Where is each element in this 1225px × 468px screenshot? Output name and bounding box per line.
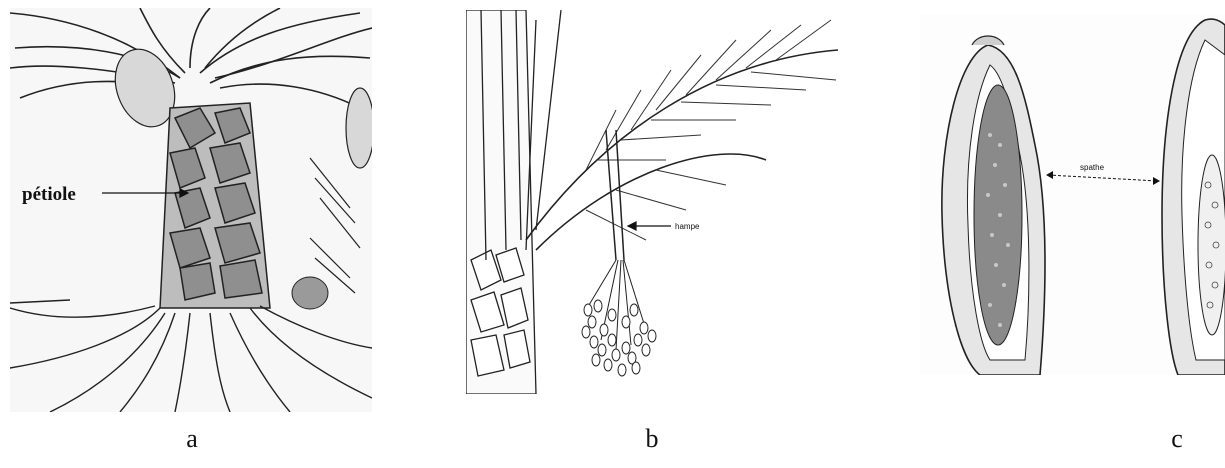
date-fruits (582, 300, 656, 376)
panel-b-inflorescence-illustration: hampe (466, 10, 838, 394)
palm-trunk-drawing: pétiole (10, 8, 372, 412)
panel-c-spathe-illustration: spathe (920, 15, 1225, 375)
petiole-label: pétiole (22, 184, 76, 205)
caption-c: c (1157, 424, 1197, 454)
hampe-label: hampe (675, 222, 700, 231)
spathe-drawing: spathe (920, 15, 1225, 375)
panel-a-palm-trunk-illustration: pétiole (10, 8, 372, 412)
hampe-arrow (628, 222, 671, 230)
caption-b: b (632, 424, 672, 454)
caption-a: a (172, 424, 212, 454)
spathe-label: spathe (1080, 163, 1105, 172)
inflorescence-drawing: hampe (466, 10, 838, 394)
